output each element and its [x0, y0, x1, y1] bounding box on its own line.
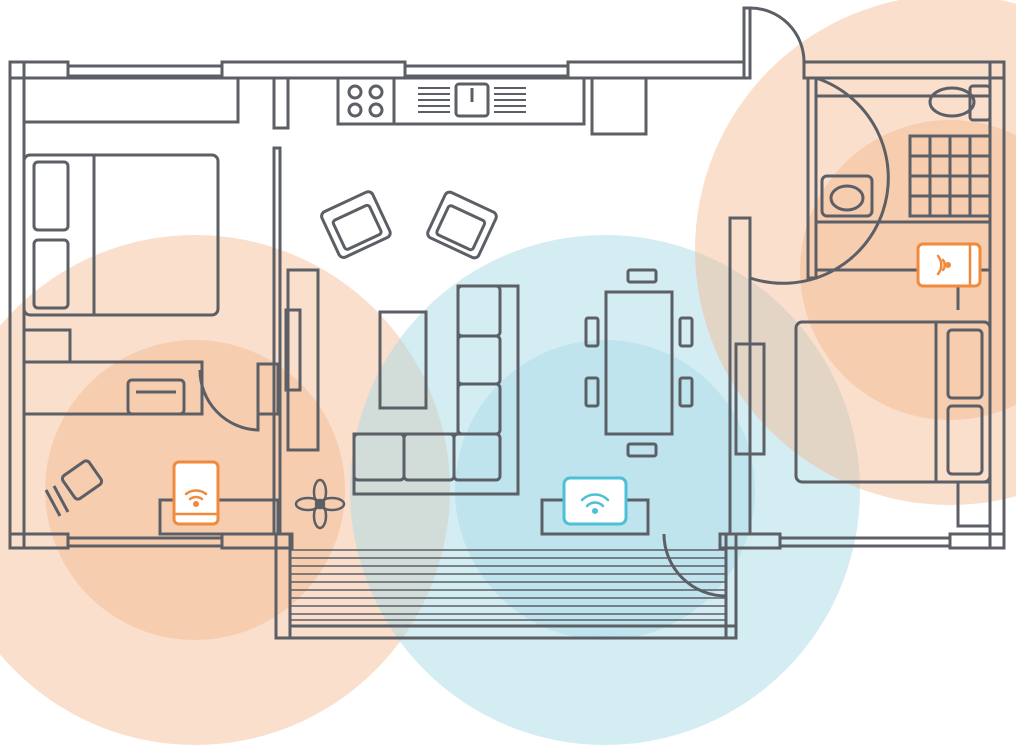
desk-chair: [126, 378, 186, 416]
armchair-left: [320, 190, 392, 259]
wifi-satellite-icon: [936, 254, 952, 276]
living-furniture: [320, 190, 766, 536]
entry-door: [749, 6, 806, 63]
bathroom-door: [748, 76, 890, 285]
wifi-satellite-icon: [184, 489, 208, 508]
fridge: [590, 76, 648, 136]
bed-right: [794, 320, 992, 484]
wardrobe-right: [734, 342, 766, 456]
balcony-slats: [290, 549, 726, 621]
wifi-router-icon: [580, 493, 610, 515]
shower-tiles: [908, 134, 992, 218]
washbasin: [820, 174, 874, 218]
dining-table: [584, 268, 694, 458]
sink: [454, 82, 490, 118]
nightstand: [22, 328, 72, 364]
bedroom-door: [198, 364, 260, 432]
sofa: [352, 284, 520, 496]
stove-burner: [347, 84, 363, 100]
bed-left: [22, 153, 220, 317]
armchair-right: [426, 190, 498, 260]
doors: [198, 6, 890, 598]
wifi-satellite-bathroom: [916, 242, 982, 288]
toilet: [928, 84, 992, 122]
bedroom-furniture: [22, 153, 320, 536]
balcony-door: [662, 533, 728, 598]
plant-icon: [294, 478, 346, 530]
wardrobe-left: [286, 268, 320, 452]
right-bedroom: [794, 320, 992, 528]
coffee-table: [378, 310, 428, 410]
wifi-satellite-bedroom: [172, 460, 220, 526]
kitchen: [336, 76, 648, 136]
wifi-router-main: [562, 476, 628, 526]
kitchen-counter: [336, 76, 586, 126]
walls: [8, 6, 1006, 640]
